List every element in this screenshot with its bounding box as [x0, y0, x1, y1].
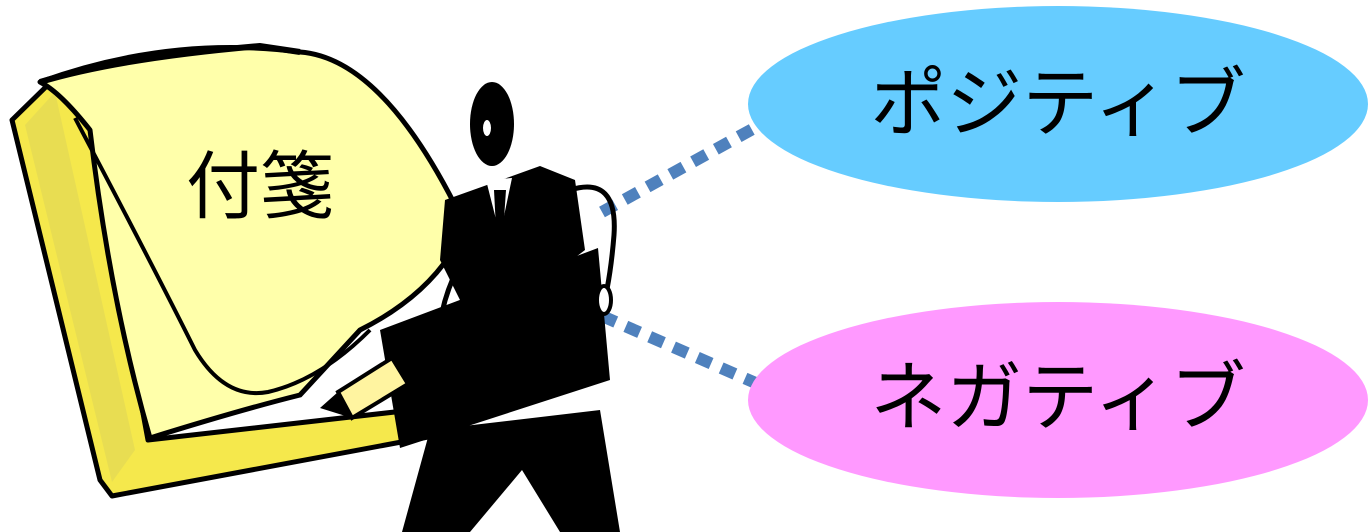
connector-negative	[599, 310, 761, 390]
person-tie	[494, 190, 506, 248]
person-eye	[483, 120, 491, 136]
connector-positive	[599, 120, 761, 218]
connectors	[599, 120, 761, 390]
note-binding	[39, 42, 301, 85]
note-label: 付箋	[186, 144, 334, 230]
person-pencil-tip	[320, 392, 352, 418]
note-pad-shadow	[25, 92, 135, 482]
positive-node: ポジティブ	[748, 6, 1368, 202]
person-legs	[402, 410, 620, 532]
sticky-note-illustration: 付箋	[9, 42, 458, 499]
person-pencil	[335, 355, 411, 421]
person-head	[470, 82, 514, 166]
person-board	[380, 248, 610, 448]
negative-ellipse	[748, 302, 1368, 498]
person-torso	[440, 166, 585, 300]
person-silhouette-icon	[320, 82, 620, 532]
note-curl-line	[73, 117, 372, 396]
negative-node: ネガティブ	[748, 302, 1368, 498]
positive-ellipse	[748, 6, 1368, 202]
positive-label: ポジティブ	[870, 59, 1245, 148]
person-hand	[595, 284, 613, 316]
negative-label: ネガティブ	[870, 353, 1245, 442]
